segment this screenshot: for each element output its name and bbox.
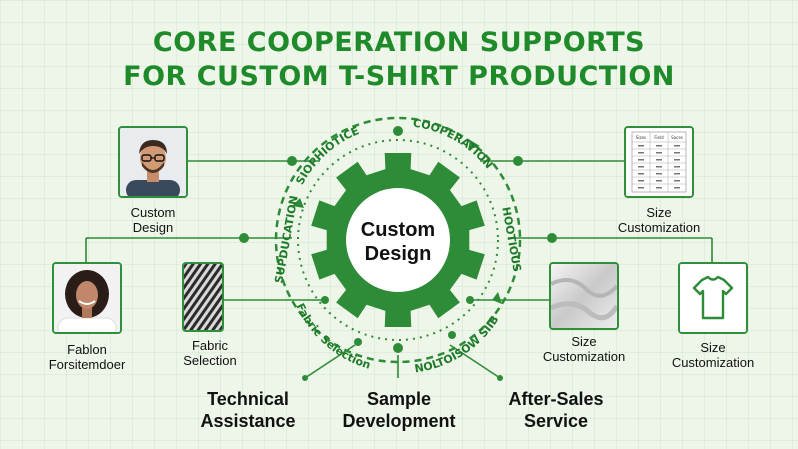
custom-design-label: Custom Design xyxy=(130,205,176,235)
ring-arrows xyxy=(292,140,502,304)
page-title-line-1: CORE COOPERATION SUPPORTS xyxy=(152,27,646,58)
cloth-photo-icon xyxy=(551,264,617,328)
ring-label-right: HOOTIOUS xyxy=(499,206,523,273)
gear-center xyxy=(346,188,450,292)
custom-design-card xyxy=(118,126,188,198)
size-chart-header-1: Sizes xyxy=(636,135,646,140)
after-sales-service-label: After-Sales Service xyxy=(508,389,604,431)
outer-ring xyxy=(274,116,522,364)
size-chart-header-2: Field xyxy=(654,135,664,140)
size-fabric-card xyxy=(549,262,619,330)
size-shirt-label: Size Customization xyxy=(671,340,755,370)
fabric-photo-icon xyxy=(184,264,222,330)
fashion-designer-card xyxy=(52,262,122,334)
fashion-designer-label: Fablon Forsitemdoer xyxy=(48,342,126,372)
fabric-selection-card xyxy=(182,262,224,332)
tshirt-icon xyxy=(680,264,746,332)
size-chart-header-3: Saces xyxy=(671,135,683,140)
technical-assistance-label: Technical Assistance xyxy=(200,389,296,431)
designer-photo-icon xyxy=(120,128,186,196)
size-chart-label: Size Customization xyxy=(617,205,701,235)
size-fabric-label: Size Customization xyxy=(542,334,626,364)
center-label-line-1: Custom xyxy=(361,219,435,241)
size-chart-card: Sizes Field Saces xyxy=(624,126,694,198)
center-label-line-2: Design xyxy=(365,243,432,265)
ring-nodes xyxy=(239,126,557,381)
connector-lines xyxy=(85,160,713,379)
size-chart-icon: Sizes Field Saces xyxy=(626,128,692,196)
woman-photo-icon xyxy=(54,264,120,332)
page-title-line-2: FOR CUSTOM T-SHIRT PRODUCTION xyxy=(123,61,675,92)
inner-ring xyxy=(297,139,499,341)
fabric-selection-label: Fabric Selection xyxy=(183,338,237,368)
sample-development-label: Sample Development xyxy=(342,389,456,431)
ring-label-left: SUPDUCATION xyxy=(272,195,300,285)
size-shirt-card xyxy=(678,262,748,334)
ring-label-bottom-right: NOLTOISOW SIIB xyxy=(414,313,502,375)
